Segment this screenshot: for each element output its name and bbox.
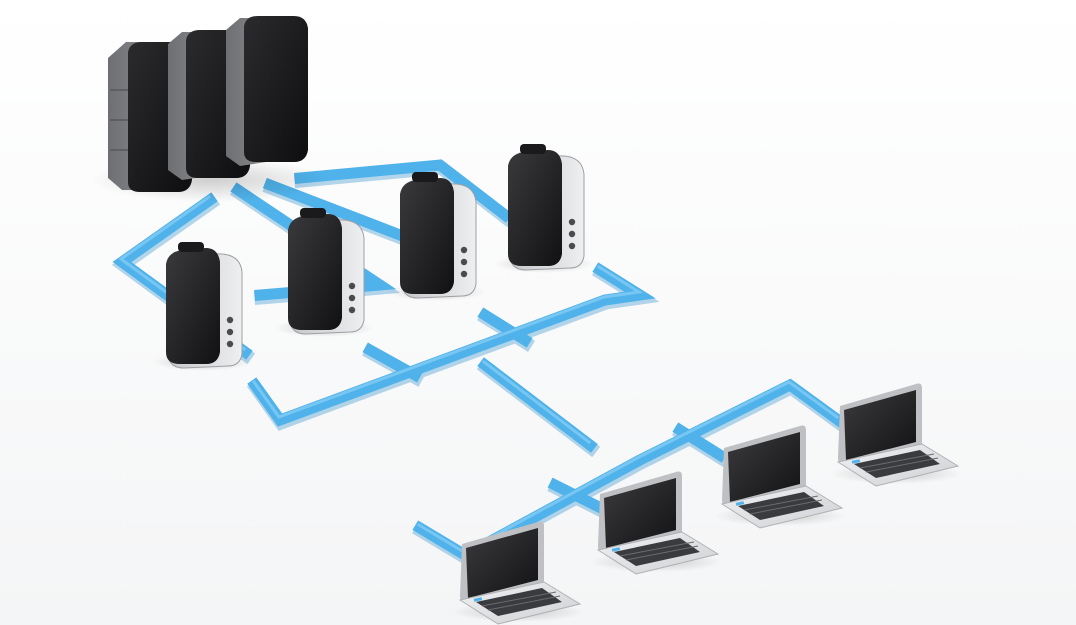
tower-server-2 <box>274 208 374 337</box>
tower-server-1 <box>152 242 252 371</box>
rack-server-3 <box>226 16 308 166</box>
rack-server-group <box>90 16 330 202</box>
tower-server-4 <box>494 144 594 273</box>
tower-server-3 <box>386 172 486 301</box>
